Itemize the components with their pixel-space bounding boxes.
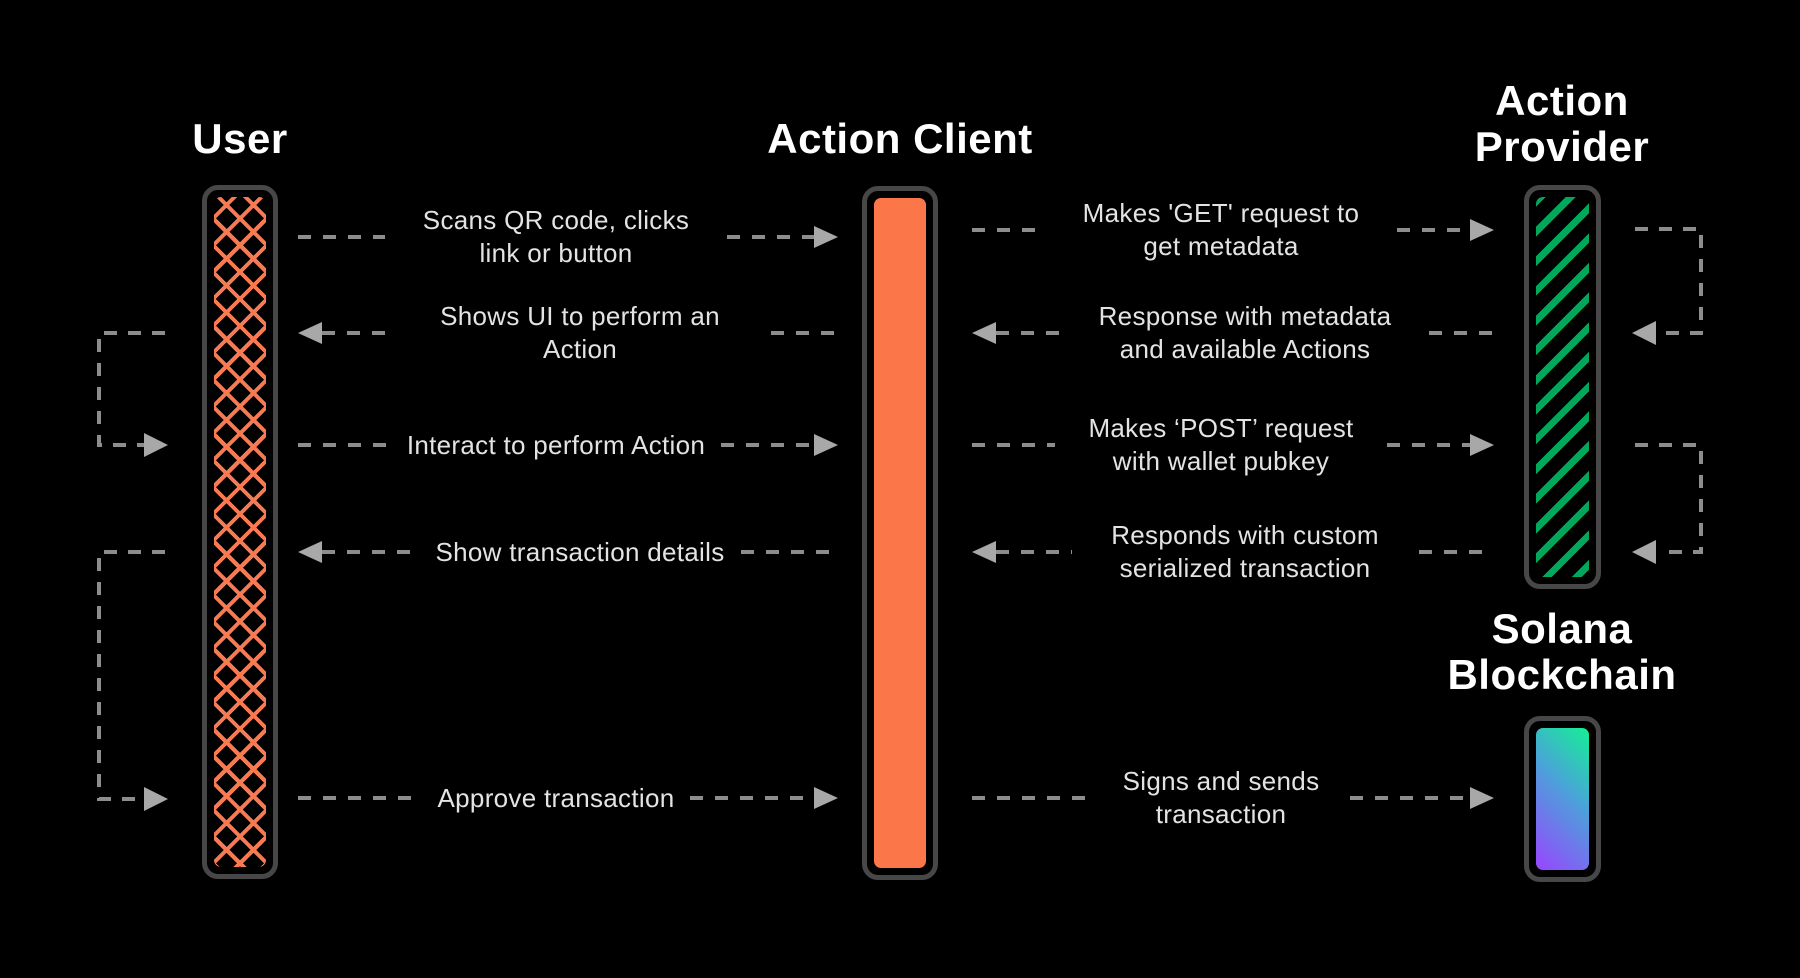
arrow-left-icon — [972, 541, 996, 563]
dashed-line — [298, 443, 391, 447]
message-label: Response with metadata and available Act… — [1098, 301, 1392, 364]
dashed-line — [727, 235, 814, 239]
message-approve-transaction: Approve transaction — [298, 756, 839, 840]
action-provider-stripe-pattern — [1536, 197, 1589, 577]
provider-right-loop-2-arrowhead-icon — [1632, 540, 1656, 564]
user-left-loop-1 — [97, 331, 165, 447]
dashed-line — [972, 228, 1045, 232]
message-label: Shows UI to perform an Action — [440, 301, 720, 364]
message-interact-to-perform: Interact to perform Action — [298, 403, 838, 487]
arrow-right-icon — [814, 787, 839, 809]
provider-right-loop-1-arrowhead-icon — [1632, 321, 1656, 345]
arrow-right-icon — [1470, 219, 1494, 241]
arrow-right-icon — [814, 226, 838, 248]
message-makes-post-request: Makes ‘POST’ request with wallet pubkey — [972, 403, 1494, 487]
arrow-left-icon — [298, 541, 322, 563]
dashed-line — [996, 550, 1072, 554]
actor-title-user: User — [192, 115, 288, 162]
dashed-line — [322, 550, 420, 554]
dashed-line — [996, 331, 1062, 335]
arrow-right-icon — [814, 434, 838, 456]
dashed-line — [1428, 331, 1494, 335]
dashed-line — [1387, 443, 1470, 447]
dashed-line — [972, 796, 1093, 800]
message-label: Approve transaction — [437, 782, 675, 813]
message-label: Responds with custom serialized transact… — [1111, 520, 1379, 583]
dashed-line — [771, 331, 838, 335]
message-label: Show transaction details — [435, 536, 725, 567]
user-left-loop-2 — [97, 550, 165, 801]
user-left-loop-2-arrowhead-icon — [144, 787, 168, 811]
lifeline-action-client — [862, 186, 938, 880]
lifeline-user — [202, 185, 278, 879]
dashed-line — [298, 235, 385, 239]
lifeline-action-provider — [1524, 185, 1601, 589]
dashed-line — [740, 550, 838, 554]
arrow-right-icon — [1470, 787, 1494, 809]
message-shows-ui: Shows UI to perform an Action — [298, 291, 838, 375]
dashed-line — [972, 443, 1055, 447]
message-label: Signs and sends transaction — [1122, 766, 1320, 829]
message-response-with-metadata: Response with metadata and available Act… — [972, 291, 1494, 375]
actor-title-action-provider: Action Provider — [1474, 77, 1650, 170]
message-show-transaction-details: Show transaction details — [298, 510, 838, 594]
message-label: Makes ‘POST’ request with wallet pubkey — [1088, 413, 1354, 476]
message-label: Interact to perform Action — [406, 429, 706, 460]
solana-gradient-fill — [1536, 728, 1589, 870]
user-left-loop-1-arrowhead-icon — [144, 433, 168, 457]
dashed-line — [690, 796, 815, 800]
dashed-line — [1397, 228, 1470, 232]
action-client-solid-fill — [874, 198, 926, 868]
message-signs-and-sends: Signs and sends transaction — [972, 756, 1494, 840]
arrow-left-icon — [972, 322, 996, 344]
arrow-right-icon — [1470, 434, 1494, 456]
dashed-line — [721, 443, 814, 447]
message-responds-serialized-transaction: Responds with custom serialized transact… — [972, 510, 1494, 594]
actor-title-solana-blockchain: Solana Blockchain — [1447, 605, 1677, 698]
actor-title-action-client: Action Client — [767, 115, 1033, 162]
dashed-line — [298, 796, 422, 800]
message-scans-qr-code: Scans QR code, clicks link or button — [298, 195, 838, 279]
dashed-line — [322, 331, 389, 335]
provider-right-loop-1 — [1635, 227, 1703, 335]
message-label: Scans QR code, clicks link or button — [422, 205, 690, 268]
dashed-line — [1349, 796, 1470, 800]
arrow-left-icon — [298, 322, 322, 344]
message-makes-get-request: Makes 'GET' request to get metadata — [972, 188, 1494, 272]
user-crosshatch-pattern — [214, 197, 266, 867]
provider-right-loop-2 — [1635, 443, 1703, 554]
lifeline-solana-blockchain — [1524, 716, 1601, 882]
message-label: Makes 'GET' request to get metadata — [1082, 198, 1360, 261]
dashed-line — [1418, 550, 1494, 554]
